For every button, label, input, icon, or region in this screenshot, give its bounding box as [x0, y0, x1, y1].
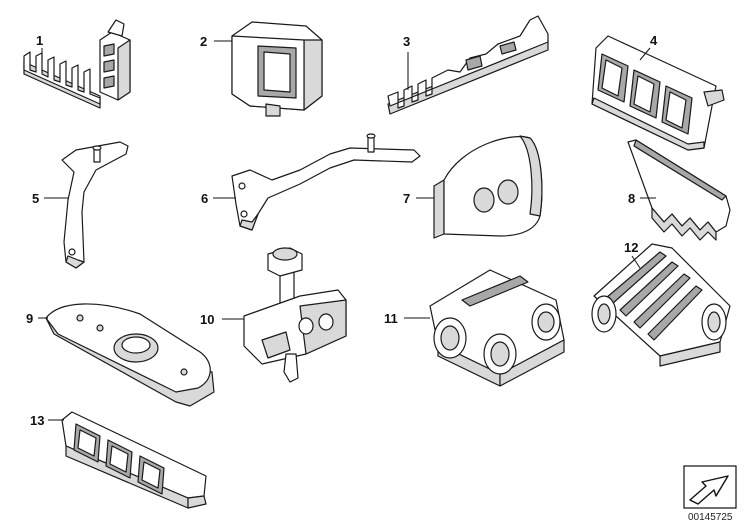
- callout-2: 2: [200, 34, 207, 49]
- part-8-comb-plate[interactable]: [627, 139, 731, 241]
- callout-4: 4: [650, 33, 658, 48]
- part-7-grommet-plate[interactable]: [433, 135, 543, 239]
- part-11-ring-grommet[interactable]: [429, 269, 565, 387]
- part-2-box-holder[interactable]: [231, 21, 323, 117]
- callout-9: 9: [26, 311, 33, 326]
- callout-8: 8: [628, 191, 635, 206]
- callout-11: 11: [384, 311, 398, 326]
- callout-12: 12: [624, 240, 638, 255]
- callout-6: 6: [201, 191, 208, 206]
- part-10-cable-clamp[interactable]: [243, 247, 347, 383]
- callout-3: 3: [403, 34, 410, 49]
- part-3-comb-clip[interactable]: [387, 15, 549, 115]
- part-13-long-holder[interactable]: [61, 411, 207, 509]
- part-1-cable-holder[interactable]: [23, 19, 131, 109]
- arrow-box-icon: [683, 465, 737, 509]
- callout-1: 1: [36, 33, 43, 48]
- part-6-long-bracket[interactable]: [231, 133, 421, 231]
- part-4-multi-slot-holder[interactable]: [591, 35, 725, 151]
- part-5-bracket[interactable]: [61, 141, 129, 269]
- part-12-ribbed-grommet[interactable]: [591, 243, 731, 367]
- callout-7: 7: [403, 191, 410, 206]
- callout-13: 13: [30, 413, 44, 428]
- callout-10: 10: [200, 312, 214, 327]
- callout-5: 5: [32, 191, 39, 206]
- reference-number: 00145725: [688, 512, 733, 523]
- part-9-mounting-pad[interactable]: [45, 303, 215, 407]
